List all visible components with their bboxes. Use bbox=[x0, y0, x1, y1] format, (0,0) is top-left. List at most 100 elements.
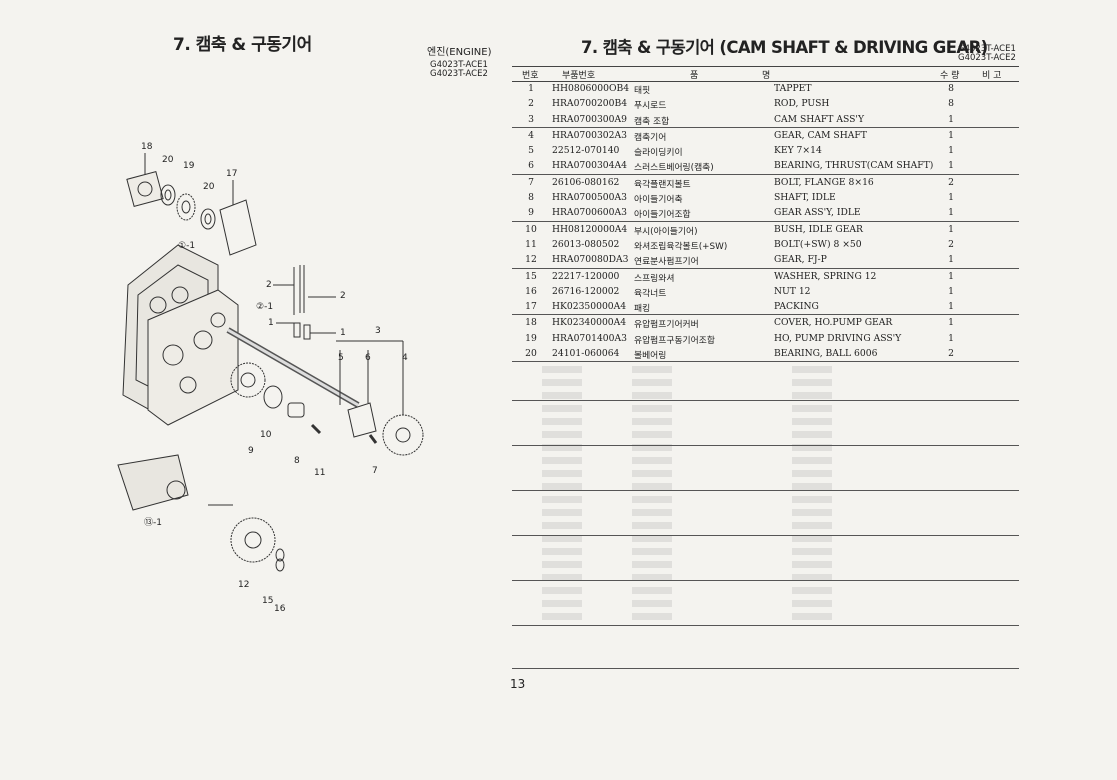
part-number: 26106-080162 bbox=[552, 176, 620, 188]
left-model-list: G4023T-ACE1 G4023T-ACE2 bbox=[430, 61, 488, 79]
quantity: 1 bbox=[948, 192, 954, 204]
callout-label: 3 bbox=[375, 326, 381, 336]
part-name-english: BOLT(+SW) 8 ×50 bbox=[774, 238, 862, 250]
part-number: 26716-120002 bbox=[552, 285, 620, 297]
part-name-english: KEY 7×14 bbox=[774, 145, 822, 157]
model-code: G4023T-ACE2 bbox=[430, 69, 488, 79]
part-number: HRA070080DA3 bbox=[552, 254, 629, 266]
row-number: 5 bbox=[528, 145, 534, 157]
part-name-korean: 아이들기어조합 bbox=[634, 210, 691, 221]
part-name-english: HO, PUMP DRIVING ASS'Y bbox=[774, 332, 902, 344]
part-name-english: GEAR, CAM SHAFT bbox=[774, 129, 867, 141]
quantity: 1 bbox=[948, 223, 954, 235]
part-number: 22512-070140 bbox=[552, 145, 620, 157]
part-name-korean: 육각플랜지볼트 bbox=[634, 179, 691, 190]
quantity: 1 bbox=[948, 160, 954, 172]
part-name-korean: 스러스트베어링(캠축) bbox=[634, 163, 714, 174]
callout-label: 2 bbox=[340, 291, 346, 301]
row-number: 10 bbox=[525, 223, 537, 235]
part-name-english: BEARING, BALL 6006 bbox=[774, 348, 878, 360]
callout-label: 20 bbox=[203, 182, 215, 192]
part-name-korean: 유압펌프기어커버 bbox=[634, 320, 699, 331]
callout-label: ①-1 bbox=[178, 241, 195, 251]
part-number: HK02340000A4 bbox=[552, 317, 627, 329]
quantity: 1 bbox=[948, 317, 954, 329]
quantity: 1 bbox=[948, 145, 954, 157]
table-bottom-line bbox=[512, 361, 1019, 363]
callout-label: 18 bbox=[141, 142, 153, 152]
quantity: 8 bbox=[948, 83, 954, 94]
part-name-english: NUT 12 bbox=[774, 285, 811, 297]
row-number: 16 bbox=[525, 285, 537, 297]
part-number: 24101-060064 bbox=[552, 348, 620, 360]
part-number: HH08120000A4 bbox=[552, 223, 628, 235]
part-name-english: BEARING, THRUST(CAM SHAFT) bbox=[774, 160, 934, 172]
header-name-a: 품 bbox=[690, 71, 699, 81]
part-name-korean: 육각너트 bbox=[634, 288, 667, 299]
part-name-english: ROD, PUSH bbox=[774, 98, 830, 110]
quantity: 1 bbox=[948, 285, 954, 297]
table-row: 5 22512-070140 슬라이딩키이 KEY 7×14 1 bbox=[512, 143, 1019, 158]
header-part-no: 부품번호 bbox=[562, 71, 596, 81]
callout-label: 20 bbox=[162, 155, 174, 165]
right-model-list: G4023T-ACE1 G4023T-ACE2 bbox=[958, 45, 1016, 63]
quantity: 8 bbox=[948, 98, 954, 110]
table-row: 16 26716-120002 육각너트 NUT 12 1 bbox=[512, 284, 1019, 299]
callout-label: 6 bbox=[365, 353, 371, 363]
callout-label: ②-1 bbox=[256, 302, 273, 312]
part-name-korean: 볼베어링 bbox=[634, 351, 667, 362]
part-name-korean: 아이들기어축 bbox=[634, 195, 683, 206]
camshaft-diagram: 18 20 19 20 17 ①-1 2 2 ②-1 1 1 3 5 6 4 1… bbox=[117, 142, 424, 614]
part-name-korean: 와셔조립육각볼트(+SW) bbox=[634, 241, 728, 252]
row-number: 12 bbox=[525, 254, 537, 266]
callout-label: 7 bbox=[372, 466, 378, 476]
callout-label: 17 bbox=[226, 169, 237, 179]
right-page-title: 7. 캠축 & 구동기어 (CAM SHAFT & DRIVING GEAR) bbox=[581, 38, 988, 57]
callout-label: 5 bbox=[338, 353, 344, 363]
row-number: 19 bbox=[525, 332, 537, 344]
callout-label: 4 bbox=[402, 353, 408, 363]
callout-label: 9 bbox=[248, 446, 254, 456]
row-number: 4 bbox=[528, 129, 534, 141]
quantity: 2 bbox=[948, 238, 954, 250]
row-number: 17 bbox=[525, 301, 537, 313]
quantity: 1 bbox=[948, 129, 954, 141]
callout-label: 15 bbox=[262, 596, 273, 606]
callout-label: 19 bbox=[183, 161, 195, 171]
header-remark: 비 고 bbox=[982, 71, 1002, 81]
part-name-korean: 슬라이딩키이 bbox=[634, 148, 683, 159]
part-name-english: BOLT, FLANGE 8×16 bbox=[774, 176, 874, 188]
quantity: 1 bbox=[948, 254, 954, 266]
model-code: G4023T-ACE2 bbox=[958, 53, 1016, 63]
row-number: 8 bbox=[528, 192, 534, 204]
callout-label: 12 bbox=[238, 580, 249, 590]
row-number: 18 bbox=[525, 317, 537, 329]
row-number: 15 bbox=[525, 270, 537, 282]
callout-label: 2 bbox=[266, 280, 272, 290]
part-number: HRA0700200B4 bbox=[552, 98, 628, 110]
model-code: G4023T-ACE1 bbox=[430, 60, 488, 70]
part-name-korean: 부시(아이들기어) bbox=[634, 226, 698, 237]
part-number: HRA0700302A3 bbox=[552, 129, 627, 141]
callout-label: ⑬-1 bbox=[144, 517, 162, 528]
row-number: 20 bbox=[525, 348, 537, 360]
callout-label: 16 bbox=[274, 604, 286, 614]
quantity: 1 bbox=[948, 113, 954, 125]
part-number: HRA0701400A3 bbox=[552, 332, 627, 344]
part-name-english: WASHER, SPRING 12 bbox=[774, 270, 877, 282]
part-number: HRA0700600A3 bbox=[552, 207, 627, 219]
page-number: 13 bbox=[510, 677, 526, 691]
part-name-korean: 캠축 조합 bbox=[634, 116, 670, 127]
part-number: 26013-080502 bbox=[552, 238, 620, 250]
row-number: 3 bbox=[528, 113, 534, 125]
